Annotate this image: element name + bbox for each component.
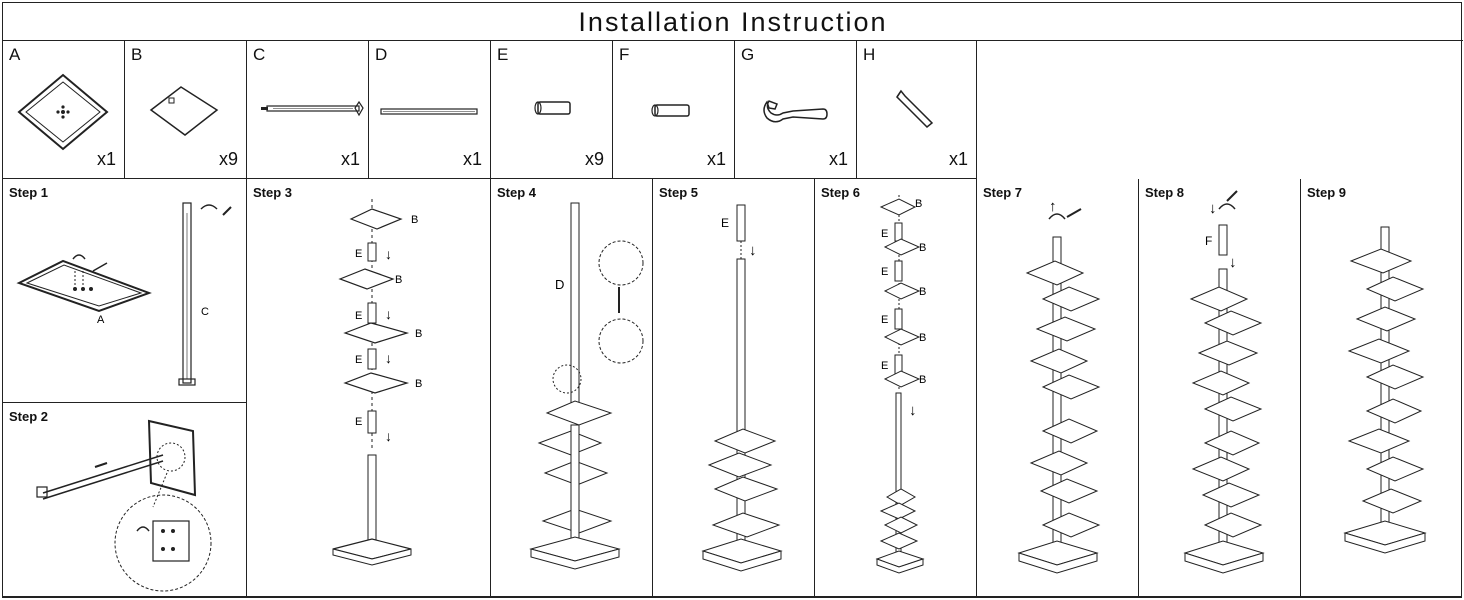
- step-7-diagram: ↑: [1017, 198, 1101, 574]
- part-cell-b: B x9: [125, 41, 247, 179]
- part-qty: x1: [828, 149, 848, 169]
- part-qty: x9: [218, 149, 238, 169]
- step-label: Step 6: [821, 185, 861, 200]
- part-letter: F: [619, 45, 630, 64]
- step-label: Step 8: [1145, 185, 1185, 200]
- part-letter: H: [863, 45, 876, 64]
- part-cell-h: H x1: [857, 41, 977, 179]
- label-b: B: [415, 328, 422, 340]
- part-cell-f: F x1: [613, 41, 735, 179]
- step-4-diagram: D: [529, 202, 644, 570]
- step-8-panel: Step 8 ↓ F ↓: [1139, 179, 1301, 597]
- page-title: Installation Instruction: [3, 3, 1463, 41]
- label-e: E: [881, 266, 888, 278]
- label-b: B: [919, 242, 926, 254]
- connector-tube-icon: [534, 101, 571, 115]
- step-3-diagram: B E ↓ B E ↓ B E ↓ B E ↓: [332, 199, 422, 566]
- label-e: E: [881, 228, 888, 240]
- part-letter: E: [497, 45, 509, 64]
- label-b: B: [919, 286, 926, 298]
- step-3-panel: Step 3 B E ↓ B E ↓ B E ↓ B E ↓: [247, 179, 491, 597]
- arrow-up-icon: ↑: [1049, 198, 1057, 215]
- step-1-panel: Step 1 A C: [3, 179, 247, 403]
- label-b: B: [415, 378, 422, 390]
- part-letter: B: [131, 45, 143, 64]
- arrow-down-icon: ↓: [909, 402, 917, 419]
- label-b: B: [915, 198, 922, 210]
- step-6-panel: Step 6 B E B E B E B E B ↓: [815, 179, 977, 597]
- step-9-diagram: [1343, 226, 1427, 554]
- label-a: A: [97, 314, 105, 326]
- part-cell-c: C x1: [247, 41, 369, 179]
- step-label: Step 5: [659, 185, 699, 200]
- part-letter: C: [253, 45, 266, 64]
- allen-key-icon: [896, 89, 934, 129]
- label-e: E: [721, 216, 729, 230]
- part-letter: A: [9, 45, 21, 64]
- step-label: Step 1: [9, 185, 49, 200]
- end-cap-tube-icon: [651, 104, 690, 117]
- part-cell-g: G x1: [735, 41, 857, 179]
- part-qty: x1: [462, 149, 482, 169]
- arrow-down-icon: ↓: [385, 428, 392, 444]
- part-cell-e: E x9: [491, 41, 613, 179]
- label-e: E: [355, 248, 362, 260]
- step-2-panel: Step 2: [3, 403, 247, 597]
- label-e: E: [881, 314, 888, 326]
- step-8-diagram: ↓ F ↓: [1183, 190, 1265, 574]
- part-qty: x1: [340, 149, 360, 169]
- step-label: Step 9: [1307, 185, 1347, 200]
- label-f: F: [1205, 234, 1212, 248]
- part-letter: G: [741, 45, 755, 64]
- part-qty: x1: [96, 149, 116, 169]
- step-2-diagram: [36, 419, 212, 592]
- part-letter: D: [375, 45, 388, 64]
- step-label: Step 7: [983, 185, 1023, 200]
- step-label: Step 2: [9, 409, 49, 424]
- label-e: E: [355, 416, 362, 428]
- arrow-down-icon: ↓: [1209, 200, 1217, 217]
- arrow-down-icon: ↓: [385, 246, 392, 262]
- part-cell-a: A x1: [3, 41, 125, 179]
- step-1-diagram: A C: [16, 202, 232, 386]
- part-qty: x1: [948, 149, 968, 169]
- arrow-down-icon: ↓: [749, 242, 757, 259]
- arrow-down-icon: ↓: [385, 306, 392, 322]
- step-6-diagram: B E B E B E B E B ↓: [875, 195, 926, 574]
- part-qty: x9: [584, 149, 604, 169]
- step-7-panel: Step 7 ↑: [977, 179, 1139, 597]
- label-e: E: [881, 360, 888, 372]
- label-b: B: [411, 214, 418, 226]
- label-b: B: [395, 274, 402, 286]
- arrow-down-icon: ↓: [1229, 254, 1237, 271]
- label-c: C: [201, 306, 209, 318]
- shelf-board-icon: [149, 86, 219, 136]
- part-qty: x1: [706, 149, 726, 169]
- arrow-down-icon: ↓: [385, 350, 392, 366]
- step-5-panel: Step 5 E ↓: [653, 179, 815, 597]
- step-5-diagram: E ↓: [701, 204, 783, 572]
- label-e: E: [355, 310, 362, 322]
- label-d: D: [555, 277, 564, 292]
- label-e: E: [355, 354, 362, 366]
- long-rod-icon: [380, 108, 478, 115]
- step-label: Step 3: [253, 185, 293, 200]
- label-b: B: [919, 374, 926, 386]
- part-cell-d: D x1: [369, 41, 491, 179]
- wrench-icon: [763, 100, 828, 123]
- step-4-panel: Step 4 D: [491, 179, 653, 597]
- step-label: Step 4: [497, 185, 537, 200]
- label-b: B: [919, 332, 926, 344]
- step-9-panel: Step 9: [1301, 179, 1461, 597]
- base-plate-icon: [17, 73, 109, 151]
- threaded-rod-icon: [261, 100, 364, 117]
